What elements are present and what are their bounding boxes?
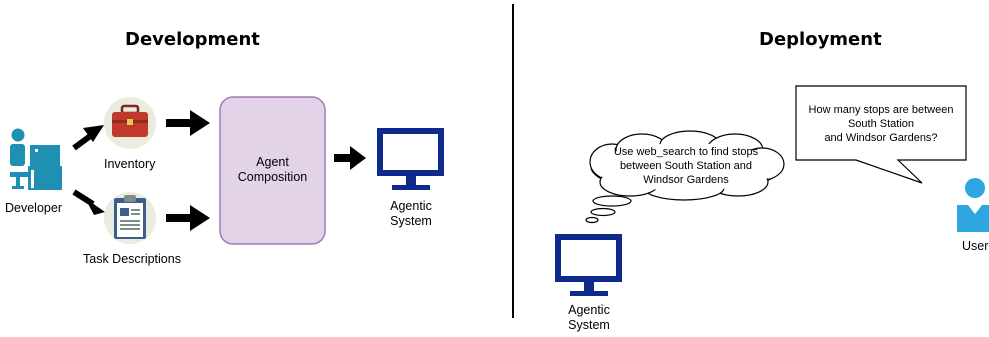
speech-bubble: [795, 85, 967, 184]
agent-composition-line-1: Agent: [256, 155, 289, 169]
thought-bubble-dot-3: [585, 216, 599, 224]
arrow-composition-to-system: [334, 146, 366, 170]
user-label: User: [962, 239, 989, 253]
thought-line-2: between South Station and: [619, 160, 753, 172]
development-title: Development: [125, 29, 260, 50]
thought-bubble-dot-2: [590, 207, 616, 217]
task-descriptions-label: Task Descriptions: [83, 252, 181, 266]
agentic-system-line-1: Agentic: [390, 199, 432, 213]
deployment-agentic-line-2: System: [568, 318, 610, 332]
arrow-developer-to-tasks: [72, 189, 105, 215]
arrow-inventory-to-composition: [166, 110, 210, 136]
agentic-system-line-2: System: [390, 214, 432, 228]
speech-line-1: How many stops are between: [808, 104, 954, 116]
thought-line-3: Windsor Gardens: [643, 174, 729, 186]
deployment-agentic-system-label: Agentic System: [559, 303, 619, 333]
agentic-system-monitor-icon: [377, 128, 444, 190]
user-icon: [957, 178, 989, 232]
developer-icon: [10, 128, 62, 190]
arrow-developer-to-inventory: [72, 125, 104, 151]
thought-bubble-dot-1: [592, 195, 632, 207]
deployment-monitor-icon: [555, 234, 622, 296]
agentic-system-label: Agentic System: [381, 199, 441, 229]
deployment-agentic-line-1: Agentic: [568, 303, 610, 317]
arrow-tasks-to-composition: [166, 205, 210, 231]
deployment-title: Deployment: [759, 29, 882, 50]
agent-composition-box: [219, 96, 326, 245]
speech-line-3: and Windsor Gardens?: [824, 132, 938, 144]
agent-composition-line-2: Composition: [237, 170, 308, 184]
agent-composition-label: Agent Composition: [220, 155, 325, 185]
thought-line-1: Use web_search to find stops: [613, 146, 759, 158]
speech-line-2: South Station: [847, 118, 915, 130]
speech-text: How many stops are between South Station…: [796, 103, 966, 145]
inventory-label: Inventory: [104, 157, 156, 171]
developer-label: Developer: [5, 201, 62, 215]
inventory-briefcase-icon: [104, 97, 156, 149]
task-clipboard-icon: [104, 192, 156, 244]
thought-text: Use web_search to find stops between Sou…: [596, 145, 776, 187]
